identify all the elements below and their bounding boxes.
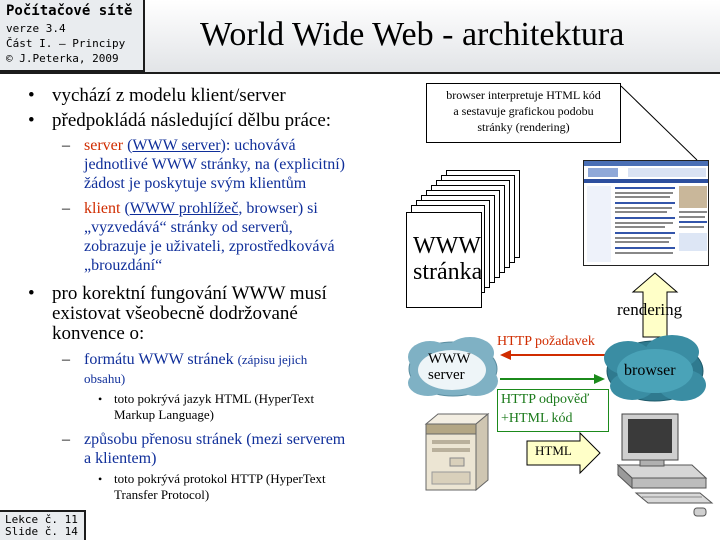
client-text: „vyzvedává“ stránky od serverů,: [84, 219, 293, 236]
subbullet-server: – server (WWW server): uchovává jednotli…: [62, 137, 345, 192]
http-response-box: HTTP odpověď +HTML kód: [497, 389, 609, 432]
http-text: toto pokrývá protokol HTTP (HyperText: [114, 471, 326, 486]
bullet-conventions: •pro korektní fungování WWW musí existov…: [28, 283, 327, 344]
subsubbullet-http: •toto pokrývá protokol HTTP (HyperText T…: [98, 471, 326, 502]
slide-footer: Lekce č. 11 Slide č. 14: [0, 510, 86, 540]
client-computer-icon: [616, 413, 714, 517]
www-page-label: WWW: [413, 233, 481, 259]
slide-info-box: Počítačové sítě verze 3.4 Část I. – Prin…: [0, 0, 145, 72]
bullet-text: konvence o:: [52, 323, 145, 344]
note-text: stránky (rendering): [477, 120, 570, 134]
subsubbullet-html: •toto pokrývá jazyk HTML (HyperText Mark…: [98, 391, 315, 422]
note-text: browser interpretuje HTML kód: [446, 88, 601, 102]
html-label: HTML: [535, 443, 572, 458]
format-note: (zápisu jejich: [237, 352, 308, 367]
rendering-note: browser interpretuje HTML kód a sestavuj…: [426, 83, 621, 143]
client-text: , browser) si: [238, 200, 318, 217]
server-text: ): uchovává: [220, 137, 296, 154]
bullet-text: existovat všeobecně dodržované: [52, 303, 298, 324]
server-computer-icon: [424, 412, 490, 492]
transfer-text: způsobu přenosu stránek (mezi serverem: [84, 431, 346, 448]
bullet-client-server: •vychází z modelu klient/server: [28, 85, 286, 106]
http-response-label: +HTML kód: [501, 411, 573, 426]
server-text: žádost je poskytuje svým klientům: [84, 175, 307, 192]
http-response-label: HTTP odpověď: [501, 392, 590, 407]
lecture-number: Lekce č. 11: [5, 513, 78, 526]
version-label: verze 3.4: [6, 22, 66, 35]
title-band: [145, 0, 720, 72]
request-arrow-head: [500, 350, 511, 360]
html-arrow: [526, 431, 601, 475]
subbullet-format: – formátu WWW stránek (zápisu jejich obs…: [62, 351, 308, 386]
server-cloud-label: WWW server: [428, 351, 470, 383]
browser-cloud-label: browser: [624, 362, 676, 379]
rendered-page-thumbnail: [583, 160, 709, 266]
slide-title: World Wide Web - architektura: [200, 16, 625, 53]
response-arrow-head: [594, 374, 605, 384]
www-browser-link[interactable]: WWW prohlížeč: [129, 200, 239, 217]
slide-number: Slide č. 14: [5, 525, 78, 538]
client-label: klient: [84, 200, 121, 217]
note-text: a sestavuje grafickou podobu: [453, 104, 594, 118]
bullet-division: •předpokládá následující dělbu práce:: [28, 110, 332, 131]
format-text: formátu WWW stránek: [84, 351, 234, 368]
header-divider: [0, 72, 720, 74]
subbullet-client: – klient (WWW prohlížeč, browser) si „vy…: [62, 200, 335, 274]
server-cloud: [408, 337, 498, 397]
client-text: „brouzdání“: [84, 257, 163, 274]
rendering-label: rendering: [617, 300, 683, 319]
browser-cloud: [604, 335, 706, 402]
server-label: server: [84, 137, 124, 154]
http-text: Transfer Protocol): [114, 487, 210, 502]
server-cloud-text: server: [428, 367, 465, 383]
www-page-label: stránka: [413, 259, 483, 285]
part-label: Část I. – Principy: [6, 37, 126, 50]
http-request-label: HTTP požadavek: [497, 334, 595, 349]
rendering-arrow: [631, 272, 679, 338]
course-name: Počítačové sítě: [6, 3, 133, 19]
client-text: zobrazuje je uživateli, zprostředkovává: [84, 238, 335, 255]
bullet-text: pro korektní fungování WWW musí: [52, 283, 327, 304]
server-cloud-text: WWW: [428, 351, 471, 367]
server-text: jednotlivé WWW stránky, na (explicitní): [84, 156, 345, 173]
subbullet-transfer: – způsobu přenosu stránek (mezi serverem…: [62, 431, 346, 467]
bullet-text: vychází z modelu klient/server: [52, 85, 286, 106]
html-text: Markup Language): [114, 407, 214, 422]
transfer-text: a klientem): [84, 450, 157, 467]
callout-line: [620, 85, 698, 161]
format-note: obsahu): [84, 371, 126, 386]
copyright-label: © J.Peterka, 2009: [6, 52, 119, 65]
www-server-link[interactable]: WWW server: [132, 137, 221, 154]
html-text: toto pokrývá jazyk HTML (HyperText: [114, 391, 315, 406]
www-page-front: WWW stránka: [406, 212, 482, 308]
bullet-text: předpokládá následující dělbu práce:: [52, 110, 332, 131]
